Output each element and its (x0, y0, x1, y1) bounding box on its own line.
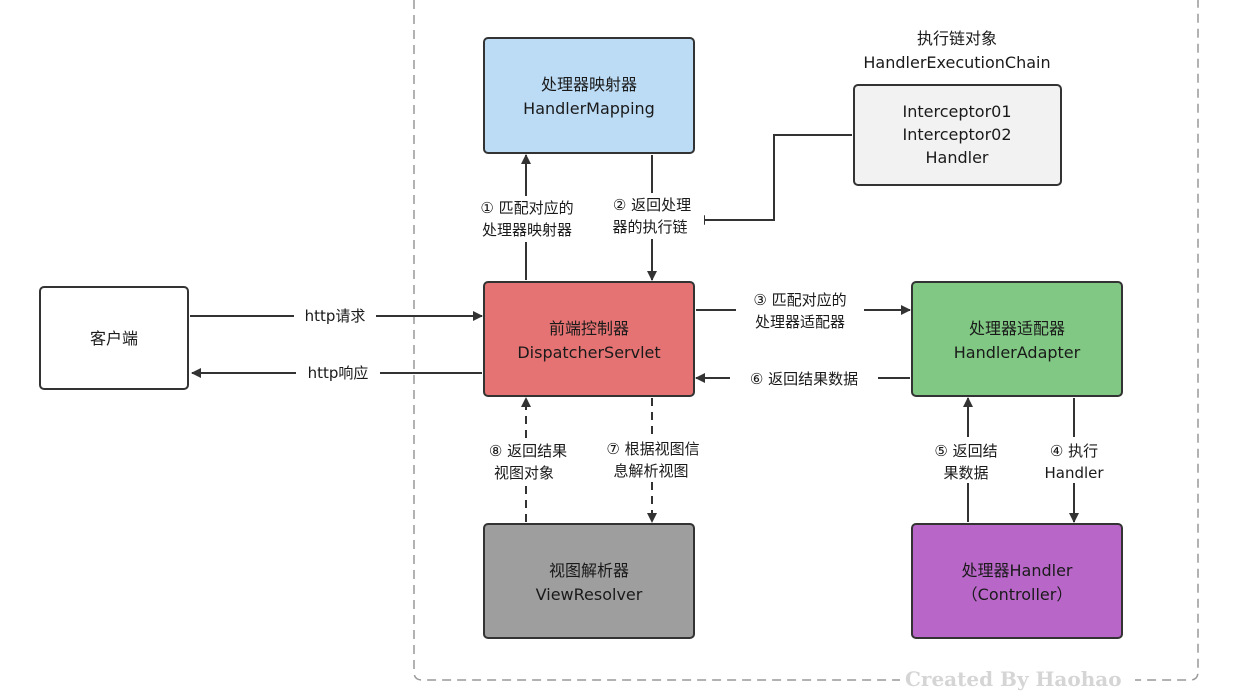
step5-label-line1: ⑤ 返回结 (934, 442, 997, 460)
handler-label-en: （Controller） (962, 585, 1073, 604)
view-resolver-node: 视图解析器 ViewResolver (483, 523, 695, 639)
handler-adapter-label-en: HandlerAdapter (954, 343, 1081, 362)
handler-label-cn: 处理器Handler (961, 561, 1072, 580)
execution-chain-connector (695, 134, 852, 225)
handler-mapping-label-cn: 处理器映射器 (541, 75, 637, 94)
dispatcher-label-en: DispatcherServlet (517, 343, 660, 362)
handler-mapping-label-en: HandlerMapping (523, 99, 655, 118)
step1-label-line2: 处理器映射器 (482, 221, 572, 239)
step7-label-line2: 息解析视图 (613, 462, 688, 480)
watermark: Created By Haohao (905, 667, 1122, 691)
http-request-label: http请求 (305, 307, 366, 325)
execution-chain-item-1: Interceptor01 (903, 102, 1012, 121)
step8-label-line2: 视图对象 (494, 464, 554, 482)
dispatcher-label-cn: 前端控制器 (549, 319, 629, 338)
step4-label-line2: Handler (1044, 464, 1104, 482)
handler-adapter-label-cn: 处理器适配器 (969, 319, 1065, 338)
step4-label-line1: ④ 执行 (1050, 442, 1098, 460)
step3-label-line2: 处理器适配器 (755, 313, 845, 331)
handler-controller-node: 处理器Handler （Controller） (911, 523, 1123, 639)
client-label: 客户端 (90, 329, 138, 348)
handler-adapter-node: 处理器适配器 HandlerAdapter (911, 281, 1123, 397)
view-resolver-label-en: ViewResolver (536, 585, 643, 604)
execution-chain-title-cn: 执行链对象 (917, 29, 997, 48)
step2-label-line1: ② 返回处理 (613, 196, 691, 214)
execution-chain-node: 执行链对象 HandlerExecutionChain Interceptor0… (853, 29, 1062, 186)
client-node: 客户端 (39, 286, 189, 390)
step3-label-line1: ③ 匹配对应的 (753, 291, 846, 309)
server-container-border (413, 0, 1199, 681)
step8-label-line1: ⑧ 返回结果 (489, 442, 567, 460)
http-response-label: http响应 (308, 364, 369, 382)
view-resolver-label-cn: 视图解析器 (549, 561, 629, 580)
execution-chain-title-en: HandlerExecutionChain (863, 53, 1050, 72)
step5-label-line2: 果数据 (943, 464, 988, 482)
step6-label: ⑥ 返回结果数据 (750, 370, 858, 388)
execution-chain-item-3: Handler (926, 148, 989, 167)
dispatcher-servlet-node: 前端控制器 DispatcherServlet (483, 281, 695, 397)
handler-mapping-node: 处理器映射器 HandlerMapping (483, 37, 695, 154)
step1-label-line1: ① 匹配对应的 (480, 199, 573, 217)
execution-chain-item-2: Interceptor02 (903, 125, 1012, 144)
step2-label-line2: 器的执行链 (612, 218, 687, 236)
step7-label-line1: ⑦ 根据视图信 (606, 440, 699, 458)
